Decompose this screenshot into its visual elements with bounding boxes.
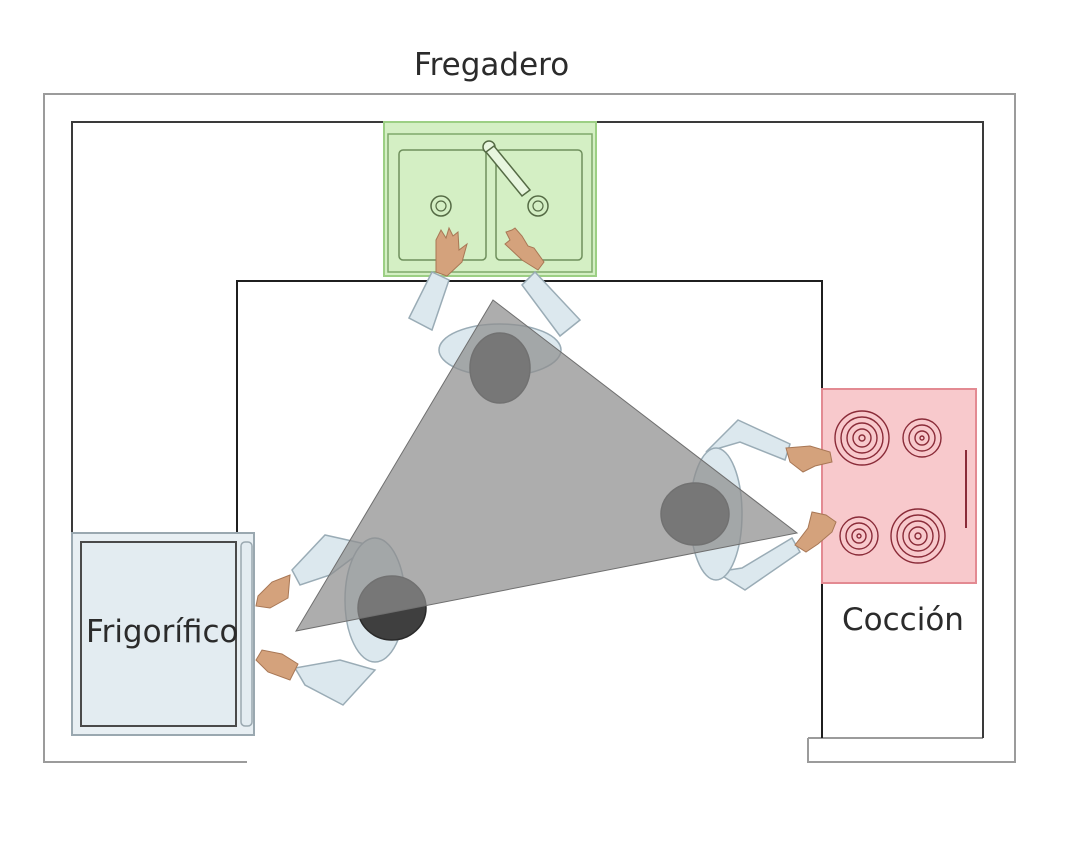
fridge-body: [80, 541, 237, 727]
sink-frame: [387, 133, 593, 273]
burner-top-right: [902, 418, 942, 458]
cooktop: [821, 388, 977, 584]
burner-top-left: [834, 410, 890, 466]
right-arm: [521, 270, 582, 338]
cooking-label: Cocción: [842, 602, 964, 638]
sink-left-drain-inner: [435, 200, 447, 212]
refrigerator: [71, 532, 255, 736]
upper-hand: [255, 574, 291, 609]
sink-right-drain: [527, 195, 549, 217]
sink-label: Fregadero: [414, 47, 570, 83]
cooktop-surface: [821, 388, 977, 584]
fridge-door-handle: [240, 541, 253, 727]
upper-hand: [785, 445, 833, 473]
burner-bottom-left: [839, 516, 879, 556]
fridge-label: Frigorífico: [86, 614, 239, 650]
lower-hand: [255, 649, 299, 681]
left-hand: [435, 226, 468, 277]
lower-hand: [794, 511, 837, 553]
sink: [383, 121, 597, 277]
burner-bottom-right: [890, 508, 946, 564]
left-arm: [407, 271, 450, 332]
sink-left-drain: [430, 195, 452, 217]
sink-right-drain-inner: [532, 200, 544, 212]
right-hand: [504, 227, 545, 271]
counter-outer-wall: [43, 93, 1016, 763]
faucet-spout: [484, 144, 532, 198]
work-triangle: [294, 299, 799, 632]
lower-arm: [293, 659, 377, 706]
